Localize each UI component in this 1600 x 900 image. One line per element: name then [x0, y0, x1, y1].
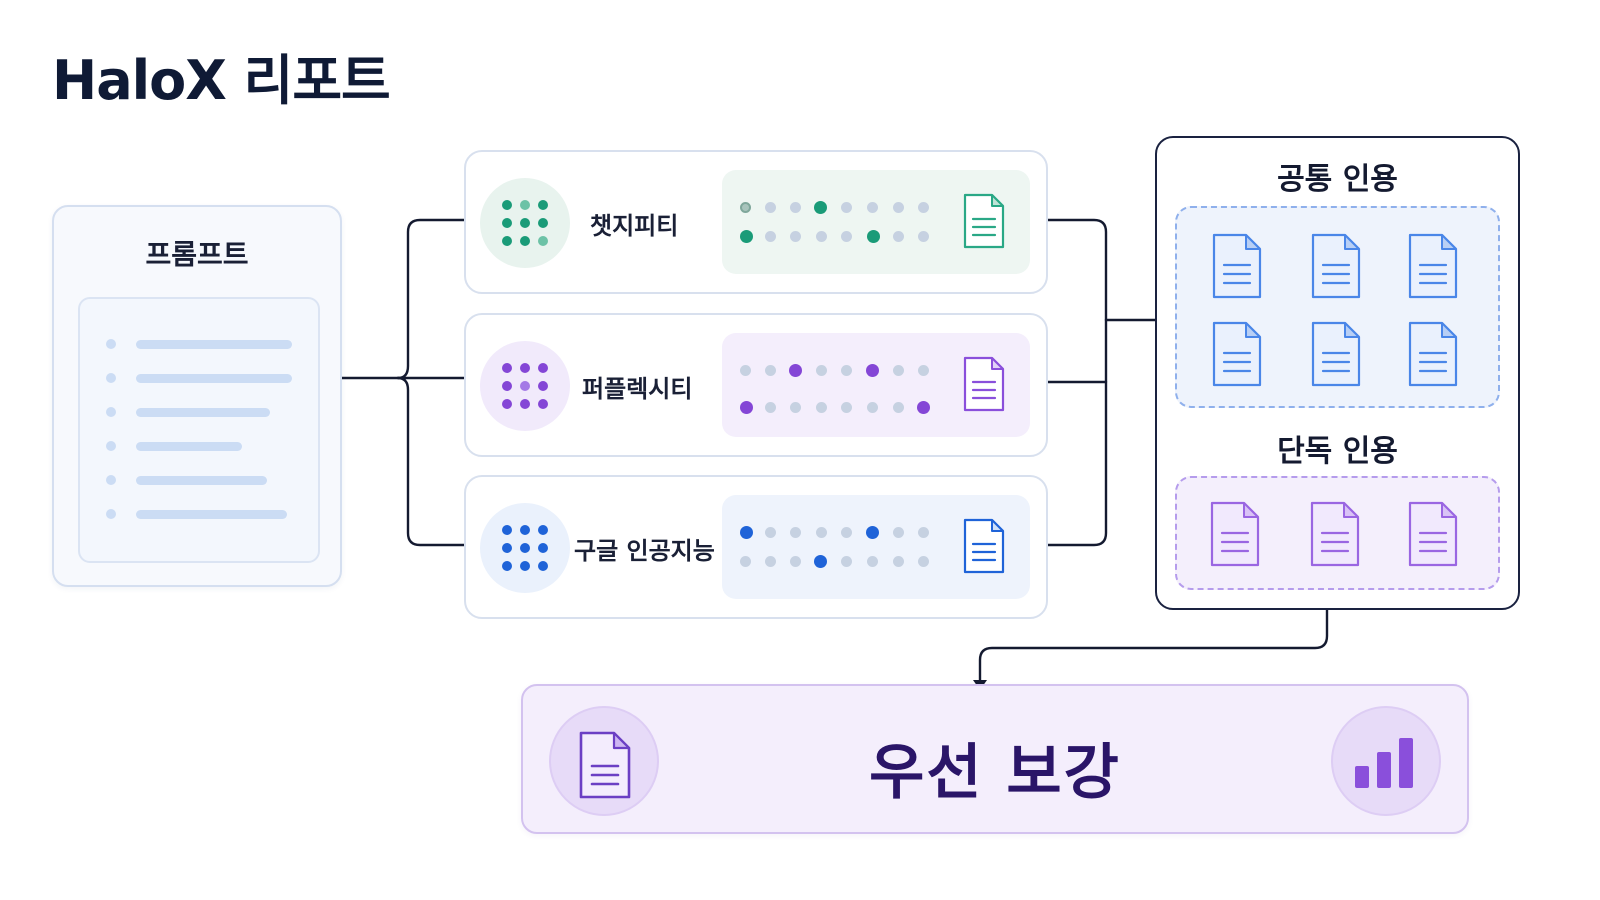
solo-citations-label: 단독 인용	[1277, 434, 1398, 469]
connector-to-google	[396, 376, 466, 547]
document-icon	[1408, 321, 1458, 387]
document-icon	[963, 356, 1005, 412]
document-icon	[1310, 501, 1360, 567]
document-icon	[1311, 321, 1361, 387]
document-icon	[549, 706, 659, 816]
common-citations-group	[1175, 206, 1500, 408]
prompt-card: 프롬프트	[52, 205, 342, 587]
connector-from-chatgpt	[1046, 218, 1108, 322]
response-panel	[722, 495, 1030, 599]
common-citations-label: 공통 인용	[1277, 162, 1398, 197]
response-panel	[722, 333, 1030, 437]
solo-citations-group	[1175, 476, 1500, 590]
model-card-perplexity: 퍼플렉시티	[464, 313, 1048, 457]
document-icon	[963, 193, 1005, 249]
document-icon	[1408, 233, 1458, 299]
page-title: HaloX 리포트	[52, 49, 391, 112]
document-icon	[963, 518, 1005, 574]
model-card-google: 구글 인공지능	[464, 475, 1048, 619]
document-icon	[1311, 233, 1361, 299]
document-icon	[1210, 501, 1260, 567]
chatgpt-logo-icon	[480, 178, 570, 268]
response-panel	[722, 170, 1030, 274]
perplexity-logo-icon	[480, 341, 570, 431]
prompt-document	[78, 297, 320, 563]
result-label: 우선 보강	[869, 738, 1121, 808]
connector-from-google	[1046, 318, 1108, 547]
bar-chart-icon	[1331, 706, 1441, 816]
model-name: 구글 인공지능	[574, 537, 715, 565]
model-name: 챗지피티	[590, 212, 679, 240]
connector-to-result	[978, 608, 1329, 684]
citations-box: 공통 인용 단독 인용	[1155, 136, 1520, 610]
model-card-chatgpt: 챗지피티	[464, 150, 1048, 294]
prompt-label: 프롬프트	[145, 238, 249, 271]
connector-to-chatgpt	[396, 218, 466, 380]
document-icon	[1408, 501, 1458, 567]
document-icon	[1212, 233, 1262, 299]
document-icon	[1212, 321, 1262, 387]
model-name: 퍼플렉시티	[582, 375, 693, 403]
google-logo-icon	[480, 503, 570, 593]
priority-reinforcement-card: 우선 보강	[521, 684, 1469, 834]
